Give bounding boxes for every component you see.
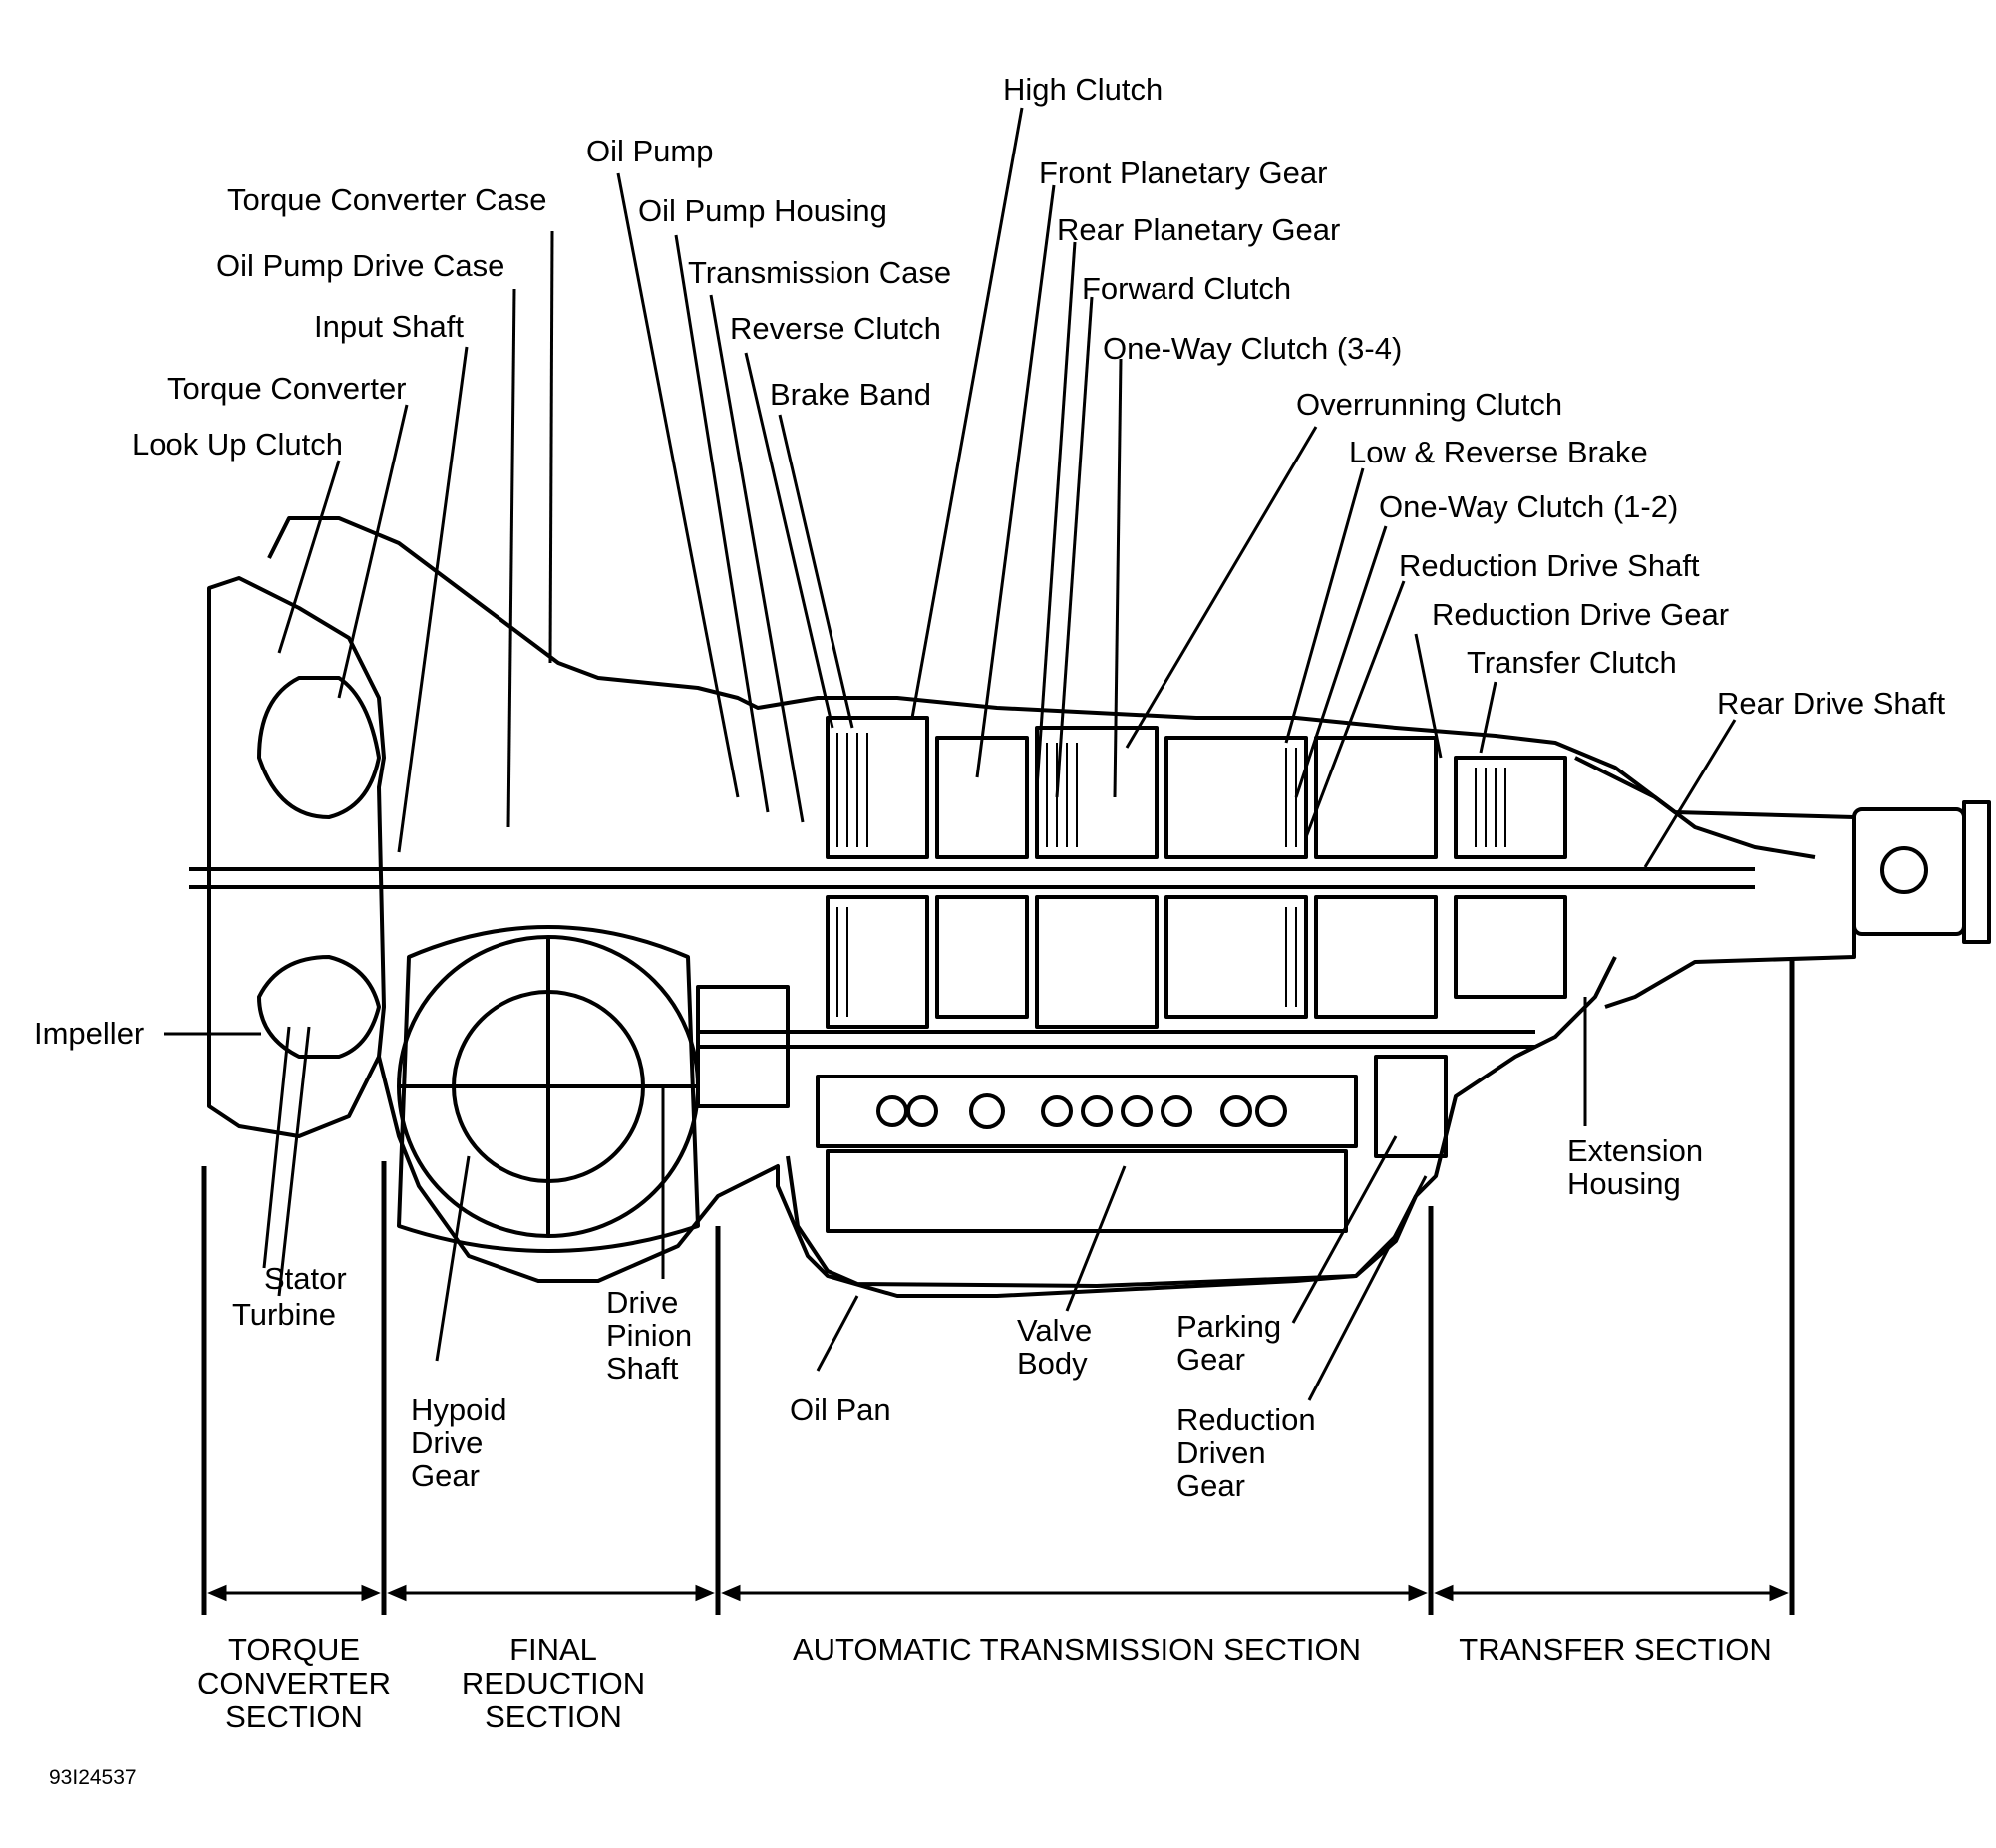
label-brake-band: Brake Band bbox=[770, 377, 931, 412]
label-reduction-driven-gear: Reduction Driven Gear bbox=[1176, 1402, 1316, 1503]
clutch-plate-hatching bbox=[836, 733, 1506, 1017]
leader-lines bbox=[164, 107, 1737, 1401]
reference-code: 93I24537 bbox=[49, 1766, 137, 1789]
label-oil-pump-drive-case: Oil Pump Drive Case bbox=[216, 248, 505, 283]
label-parking-gear: Parking Gear bbox=[1176, 1309, 1282, 1377]
label-torque-converter: Torque Converter bbox=[167, 371, 407, 406]
label-low-reverse-brake: Low & Reverse Brake bbox=[1349, 435, 1648, 469]
label-stator: Stator bbox=[264, 1261, 347, 1296]
label-forward-clutch: Forward Clutch bbox=[1082, 271, 1292, 306]
label-turbine: Turbine bbox=[232, 1297, 336, 1332]
label-high-clutch: High Clutch bbox=[1003, 72, 1164, 107]
label-oil-pan: Oil Pan bbox=[790, 1392, 891, 1427]
label-one-way-clutch-1-2: One-Way Clutch (1-2) bbox=[1379, 489, 1679, 524]
housing-outline bbox=[189, 516, 1991, 1298]
label-oil-pump-housing: Oil Pump Housing bbox=[638, 193, 887, 228]
label-transfer-clutch: Transfer Clutch bbox=[1467, 645, 1677, 680]
section-extent-arrows bbox=[207, 1584, 1789, 1602]
label-overrunning-clutch: Overrunning Clutch bbox=[1296, 387, 1563, 422]
label-input-shaft: Input Shaft bbox=[314, 309, 464, 344]
label-front-planetary-gear: Front Planetary Gear bbox=[1039, 155, 1328, 190]
label-drive-pinion-shaft: Drive Pinion Shaft bbox=[606, 1285, 693, 1386]
section-dividers bbox=[201, 957, 1795, 1615]
label-extension-housing: Extension Housing bbox=[1567, 1133, 1704, 1201]
label-valve-body: Valve Body bbox=[1017, 1313, 1093, 1381]
label-reduction-drive-shaft: Reduction Drive Shaft bbox=[1399, 548, 1700, 583]
label-one-way-clutch-3-4: One-Way Clutch (3-4) bbox=[1103, 331, 1403, 366]
label-transmission-case: Transmission Case bbox=[688, 255, 952, 290]
section-transfer: TRANSFER SECTION bbox=[1459, 1632, 1772, 1667]
label-hypoid-drive-gear: Hypoid Drive Gear bbox=[411, 1392, 507, 1493]
label-reduction-drive-gear: Reduction Drive Gear bbox=[1432, 597, 1730, 632]
label-oil-pump: Oil Pump bbox=[586, 134, 714, 168]
label-reverse-clutch: Reverse Clutch bbox=[730, 311, 941, 346]
section-torque-converter: TORQUE CONVERTER SECTION bbox=[196, 1632, 392, 1734]
label-torque-converter-case: Torque Converter Case bbox=[227, 182, 547, 217]
label-rear-planetary-gear: Rear Planetary Gear bbox=[1057, 212, 1341, 247]
label-look-up-clutch: Look Up Clutch bbox=[132, 427, 343, 462]
section-automatic-transmission: AUTOMATIC TRANSMISSION SECTION bbox=[792, 1632, 1362, 1667]
label-impeller: Impeller bbox=[34, 1016, 145, 1051]
label-rear-drive-shaft: Rear Drive Shaft bbox=[1717, 686, 1946, 721]
section-final-reduction: FINAL REDUCTION SECTION bbox=[461, 1632, 646, 1734]
